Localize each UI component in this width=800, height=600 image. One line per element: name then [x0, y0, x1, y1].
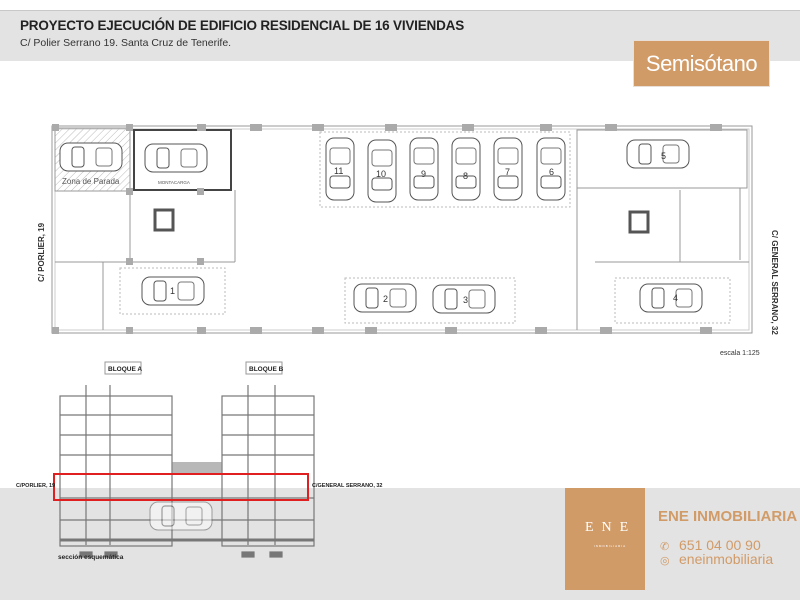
parking-space-number: 11 — [334, 166, 343, 176]
scale-label: escala 1:125 — [720, 350, 760, 357]
phone-number: 651 04 00 90 — [679, 537, 761, 553]
section-street-left: C/PORLIER, 19 — [16, 483, 55, 489]
parking-space-number: 2 — [383, 294, 388, 304]
parking-space-number: 8 — [463, 171, 468, 181]
block-a-label: BLOQUE A — [108, 366, 142, 373]
bottom-band — [0, 488, 800, 600]
phone-contact: ✆ 651 04 00 90 — [660, 537, 761, 553]
parking-space-number: 5 — [661, 151, 666, 161]
logo-text: ENE — [585, 520, 637, 535]
header: PROYECTO EJECUCIÓN DE EDIFICIO RESIDENCI… — [0, 10, 800, 61]
parking-space-number: 1 — [170, 286, 175, 296]
instagram-icon: ◎ — [660, 555, 670, 567]
schematic-section — [59, 385, 315, 558]
phone-icon: ✆ — [660, 541, 670, 553]
section-street-right: C/GENERAL SERRANO, 32 — [312, 483, 383, 489]
zona-parada-label: Zona de Parada — [62, 177, 120, 186]
parking-space-number: 6 — [549, 167, 554, 177]
parking-space-number: 10 — [376, 169, 386, 179]
street-label-left: C/ PORLIER, 19 — [37, 222, 46, 282]
parking-space-number: 3 — [463, 295, 468, 305]
section-caption: sección esquemática — [58, 554, 124, 561]
instagram-handle: eneinmobiliaria — [679, 551, 774, 567]
floor-plan — [51, 124, 753, 334]
page-subtitle: C/ Polier Serrano 19. Santa Cruz de Tene… — [20, 37, 232, 49]
montacarga-label: MONTACARGA — [158, 180, 190, 185]
parking-space-number: 4 — [673, 293, 678, 303]
block-b-label: BLOQUE B — [249, 366, 284, 373]
highlight-box — [53, 473, 309, 501]
parking-space-number: 9 — [421, 169, 426, 179]
page-title: PROYECTO EJECUCIÓN DE EDIFICIO RESIDENCI… — [20, 18, 464, 33]
parking-space-number: 7 — [505, 167, 510, 177]
floor-badge: Semisótano — [633, 40, 770, 87]
brand-name: ENE INMOBILIARIA — [658, 508, 798, 525]
logo-subtext: INMOBILIARIA — [593, 544, 627, 548]
instagram-contact: ◎ eneinmobiliaria — [660, 551, 773, 567]
street-label-right: C/ GENERAL SERRANO, 32 — [770, 230, 779, 335]
